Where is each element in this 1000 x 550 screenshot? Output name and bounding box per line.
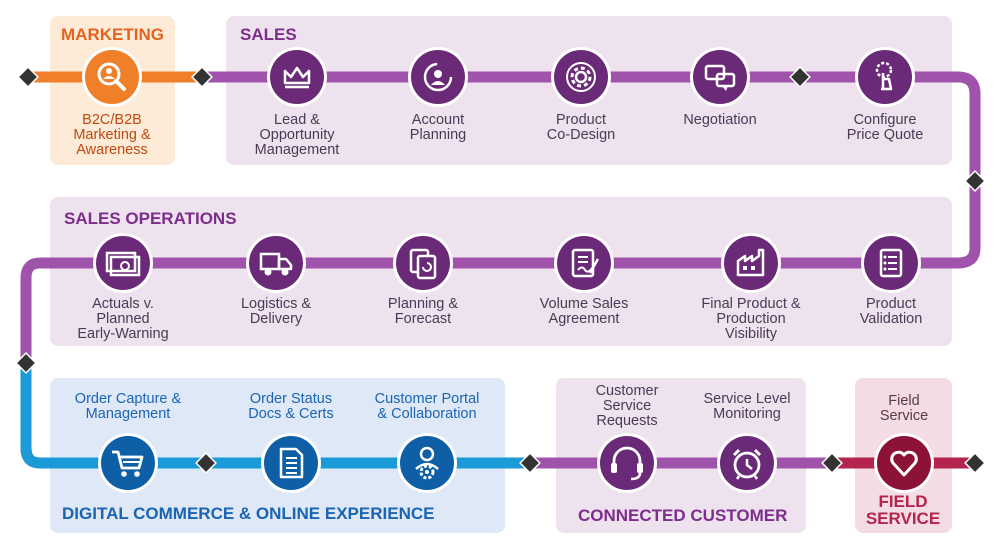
- label-configure-price-quote: Configure Price Quote: [846, 112, 924, 143]
- truck-icon: [259, 252, 293, 276]
- node-sales-4: [855, 47, 915, 107]
- gear-icon: [566, 62, 596, 92]
- node-connected-1: [717, 433, 777, 493]
- crown-icon: [283, 66, 311, 89]
- person-gear-icon: [415, 446, 439, 480]
- factory-icon: [736, 248, 765, 277]
- document-icon: [279, 447, 304, 479]
- node-sales-1: [408, 47, 468, 107]
- node-digital-1: [261, 433, 321, 493]
- connector-diamond-5: [195, 452, 217, 474]
- flow-line-digital: [20, 360, 530, 469]
- label-final-product: Final Product & Production Visibility: [701, 296, 801, 342]
- signed-document-icon: [571, 248, 600, 278]
- label-logistics-delivery: Logistics & Delivery: [240, 296, 312, 327]
- node-sales_ops-4: [246, 233, 306, 293]
- connector-diamond-6: [519, 452, 541, 474]
- label-customer-service-requests: Customer Service Requests: [595, 383, 659, 429]
- chat-bubbles-icon: [704, 64, 736, 91]
- node-digital-2: [397, 433, 457, 493]
- node-sales_ops-2: [554, 233, 614, 293]
- node-sales_ops-3: [393, 233, 453, 293]
- person-cycle-icon: [423, 62, 453, 92]
- label-lead-opportunity: Lead & Opportunity Management: [254, 112, 340, 158]
- hand-tap-gear-icon: [875, 61, 893, 91]
- marketing-title: MARKETING: [61, 25, 164, 44]
- node-connected-0: [597, 433, 657, 493]
- cart-icon: [112, 450, 144, 477]
- sales-ops-title: SALES OPERATIONS: [64, 209, 237, 228]
- checklist-icon: [879, 248, 903, 278]
- connector-diamond-7: [821, 452, 843, 474]
- node-sales-2: [551, 47, 611, 107]
- connector-diamond-2: [789, 66, 811, 88]
- label-product-co-design: Product Co-Design: [546, 112, 616, 143]
- node-sales_ops-0: [861, 233, 921, 293]
- node-sales_ops-1: [721, 233, 781, 293]
- connected-title: CONNECTED CUSTOMER: [578, 506, 788, 525]
- documents-refresh-icon: [409, 248, 437, 280]
- node-digital-0: [98, 433, 158, 493]
- node-marketing-0: [82, 47, 142, 107]
- node-sales-3: [690, 47, 750, 107]
- label-volume-sales: Volume Sales Agreement: [539, 296, 629, 327]
- digital-title: DIGITAL COMMERCE & ONLINE EXPERIENCE: [62, 504, 435, 523]
- label-negotiation: Negotiation: [683, 112, 757, 128]
- label-actuals-planned: Actuals v. Planned Early-Warning: [77, 296, 169, 342]
- label-service-level: Service Level Monitoring: [703, 391, 791, 422]
- connector-diamond-1: [191, 66, 213, 88]
- label-account-planning: Account Planning: [409, 112, 467, 143]
- label-order-status: Order Status Docs & Certs: [248, 391, 334, 422]
- sales-ops-panel: [50, 197, 952, 346]
- magnifier-person-icon: [97, 62, 126, 91]
- node-sales-0: [267, 47, 327, 107]
- label-b2c-b2b-marketing: B2C/B2B Marketing & Awareness: [73, 112, 151, 158]
- connector-diamond-3: [964, 170, 986, 192]
- field-service-title: FIELD SERVICE: [865, 492, 941, 528]
- headset-icon: [611, 446, 643, 481]
- label-order-capture: Order Capture & Management: [74, 391, 182, 422]
- alarm-clock-icon: [732, 448, 762, 480]
- connector-diamond-0: [17, 66, 39, 88]
- label-customer-portal: Customer Portal & Collaboration: [374, 391, 480, 422]
- node-sales_ops-5: [93, 233, 153, 293]
- sales-title: SALES: [240, 25, 297, 44]
- label-planning-forecast: Planning & Forecast: [387, 296, 459, 327]
- heart-icon: [890, 450, 918, 477]
- node-field-0: [874, 433, 934, 493]
- connector-diamond-4: [15, 352, 37, 374]
- label-field-service: Field Service: [879, 393, 929, 424]
- connector-diamond-8: [964, 452, 986, 474]
- money-icon: [105, 251, 141, 277]
- label-product-validation: Product Validation: [859, 296, 923, 327]
